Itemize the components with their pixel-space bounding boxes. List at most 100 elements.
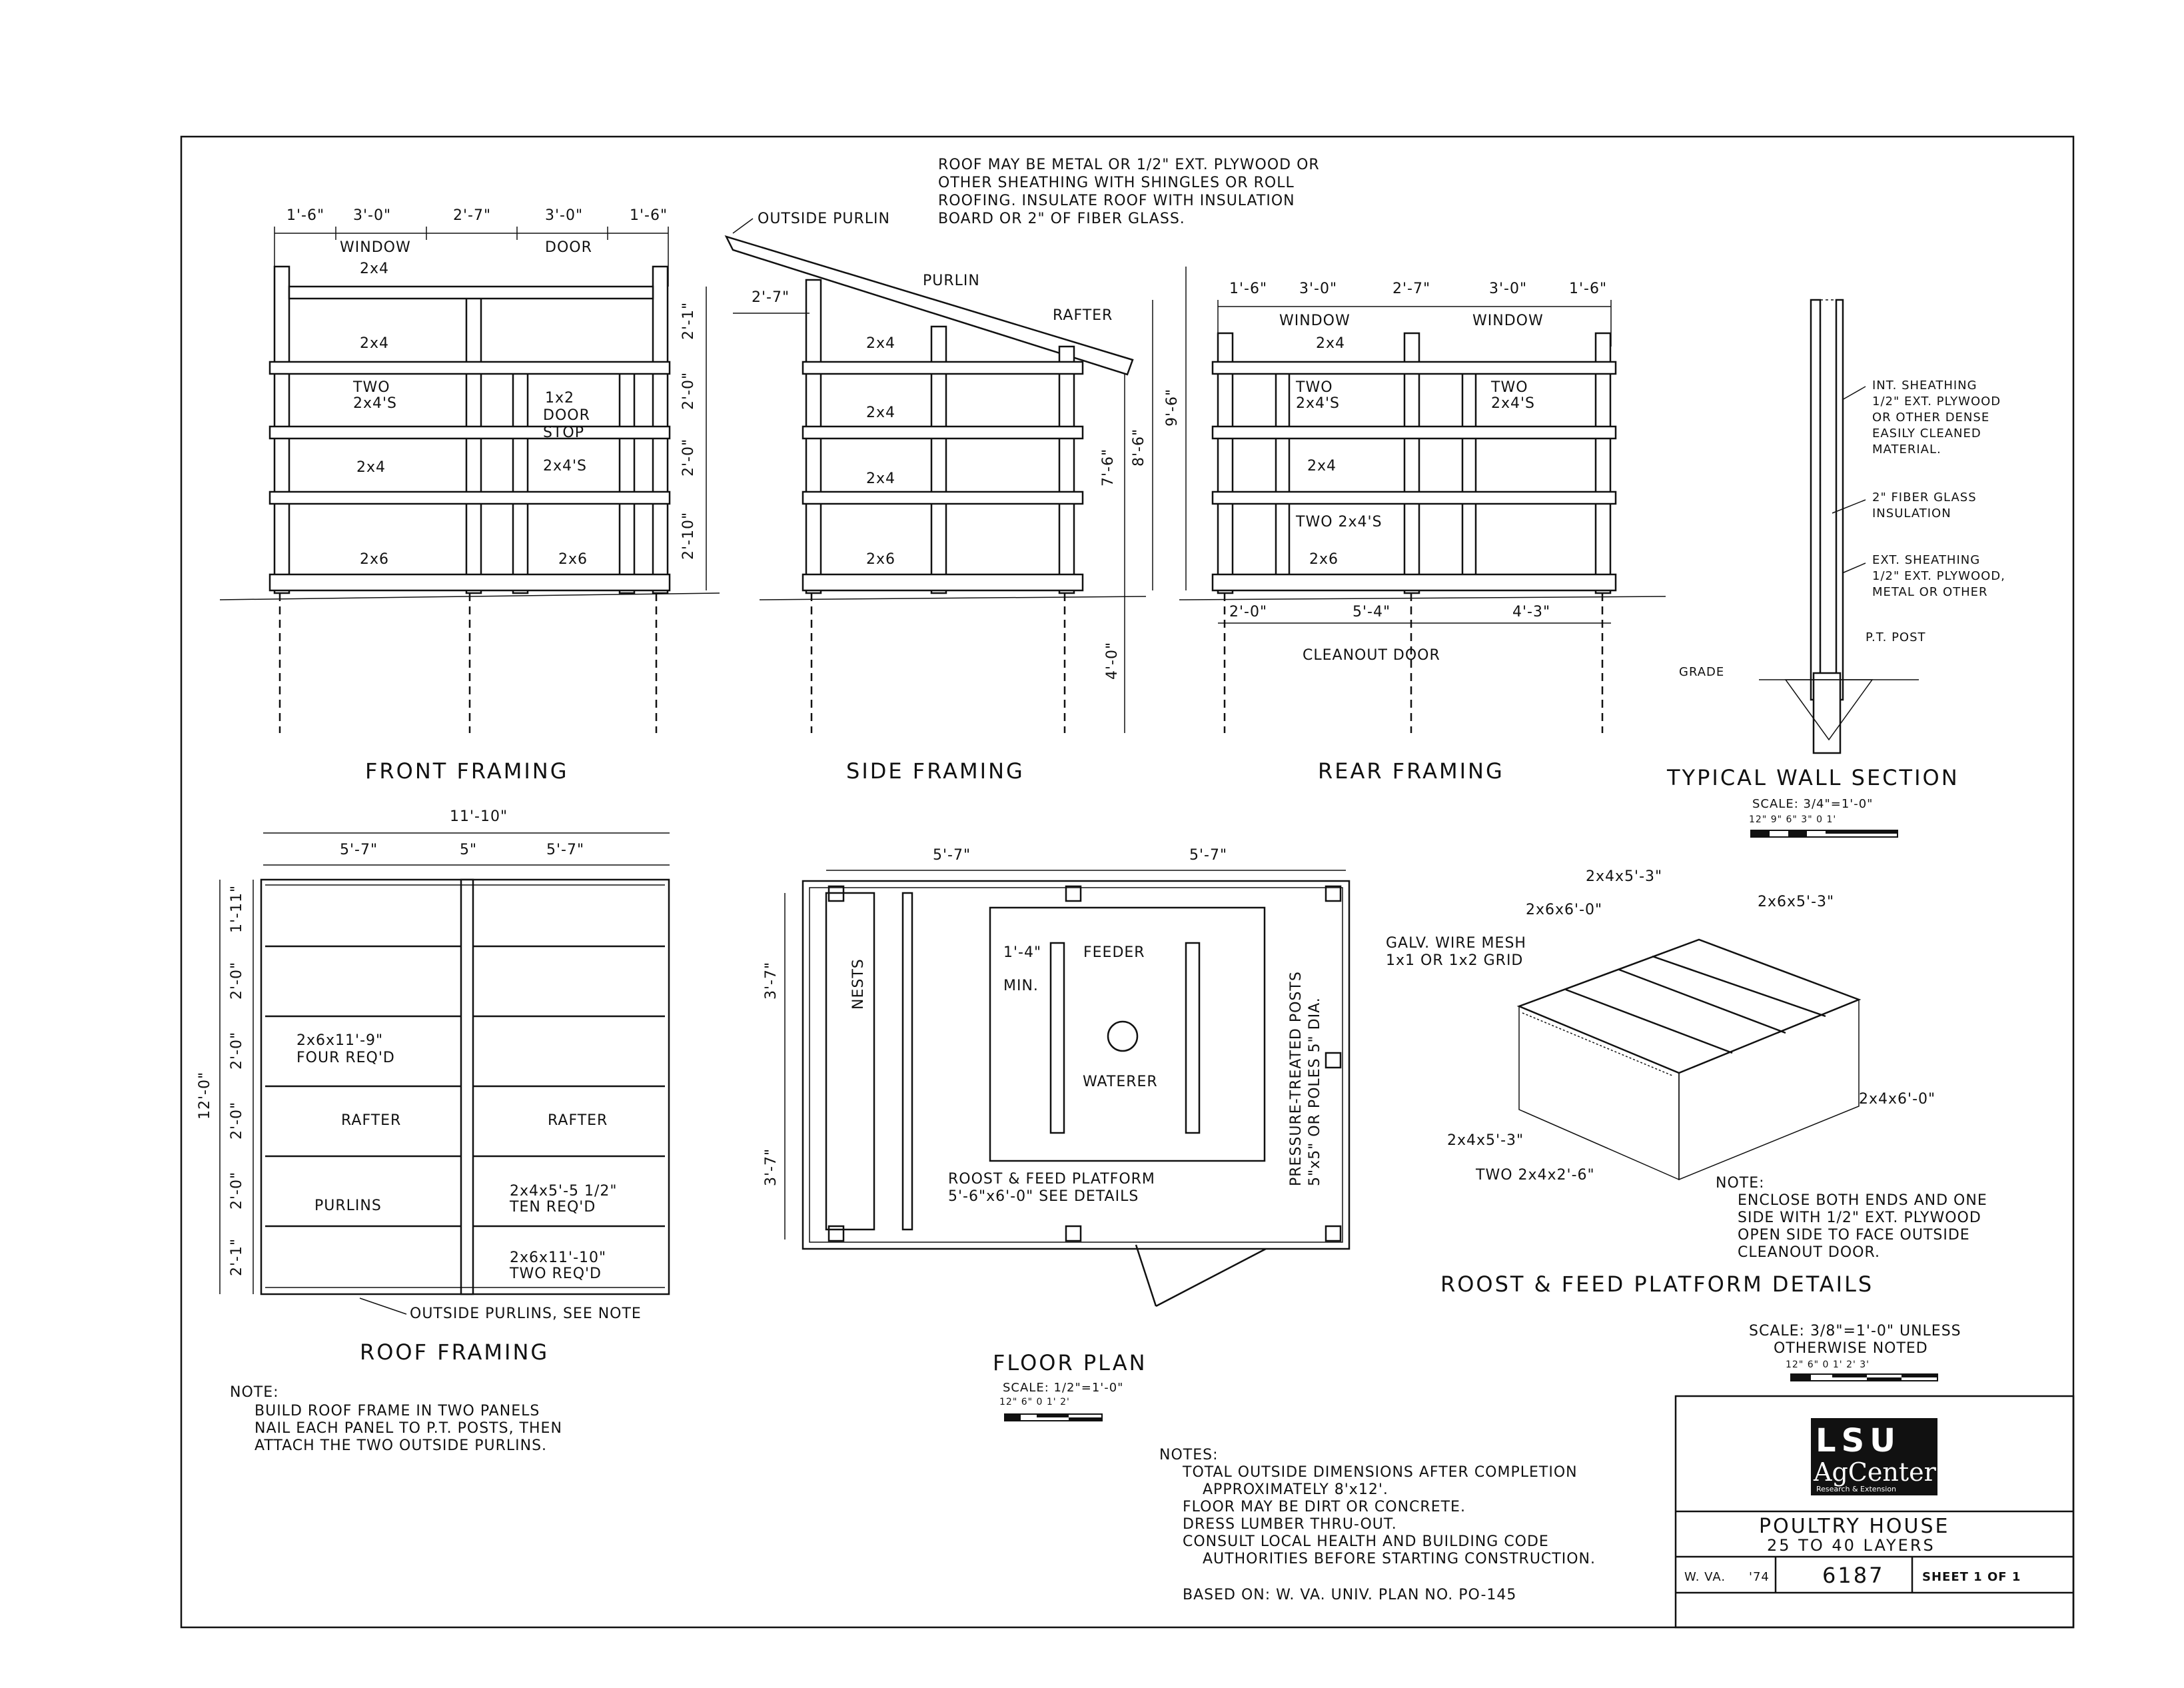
- nests-label: NESTS: [850, 958, 867, 1010]
- front-window-label: WINDOW: [340, 239, 411, 256]
- posts-label-1: PRESSURE-TREATED POSTS: [1288, 971, 1305, 1186]
- rear-label-two-1: TWO: [1295, 379, 1333, 396]
- waterer: [1107, 1020, 1139, 1052]
- platform-scale-1: SCALE: 3/8"=1'-0" UNLESS: [1749, 1323, 1961, 1339]
- side-label-2x4-2: 2x4: [866, 405, 895, 421]
- floor-dim-1: 5'-7": [933, 847, 971, 864]
- roof-note-3: ATTACH THE TWO OUTSIDE PURLINS.: [255, 1437, 547, 1454]
- side-framing: ROOF MAY BE METAL OR 1/2" EXT. PLYWOOD O…: [724, 157, 1319, 784]
- waterer-label: WATERER: [1083, 1074, 1158, 1090]
- wall-section: INT. SHEATHING 1/2" EXT. PLYWOOD OR OTHE…: [1666, 299, 2005, 838]
- front-post-2: [465, 292, 482, 594]
- roof-rafter-left: RAFTER: [341, 1112, 401, 1129]
- front-label-2x6-left: 2x6: [360, 551, 389, 568]
- side-rafter-label: RAFTER: [1053, 307, 1113, 324]
- side-height-1: 7'-6": [1100, 448, 1117, 486]
- roof-note-4: BOARD OR 2" OF FIBER GLASS.: [938, 211, 1185, 227]
- platform-mesh-2: 1x1 OR 1x2 GRID: [1386, 952, 1523, 969]
- platform-label-2: 5'-6"x6'-0" SEE DETAILS: [948, 1188, 1139, 1205]
- rear-label-2x4s-2: 2x4'S: [1491, 395, 1535, 412]
- front-label-stop-3: STOP: [543, 424, 584, 441]
- front-vdim-2: 2'-0": [680, 372, 697, 410]
- notes-item-1: TOTAL OUTSIDE DIMENSIONS AFTER COMPLETIO…: [1182, 1464, 1578, 1481]
- notes-head: NOTES:: [1159, 1447, 1219, 1463]
- rear-bdim-2: 5'-4": [1353, 604, 1390, 620]
- roof-rafters-qty: FOUR REQ'D: [296, 1050, 395, 1066]
- wall-scale-ticks: 12" 9" 6" 3" 0 1': [1749, 814, 1836, 825]
- side-post-rear: [1058, 345, 1075, 594]
- rear-bdim-3: 4'-3": [1512, 604, 1550, 620]
- roof-dim-3: 5'-7": [546, 842, 584, 858]
- roof-note-2: NAIL EACH PANEL TO P.T. POSTS, THEN: [255, 1420, 562, 1437]
- feeder-min-dim: 1'-4": [1003, 944, 1041, 961]
- side-depth: 4'-0": [1104, 642, 1121, 680]
- rear-dim-1: 1'-6": [1229, 281, 1267, 297]
- logo-agcenter: AgCenter: [1813, 1457, 1937, 1487]
- title-block-state: W. VA.: [1684, 1570, 1726, 1584]
- floor-scale-bar: [1004, 1413, 1103, 1421]
- platform-scale-2: OTHERWISE NOTED: [1774, 1340, 1928, 1357]
- roost-platform: [989, 906, 1266, 1162]
- logo-tagline: Research & Extension: [1816, 1485, 1896, 1493]
- front-label-2x4s-door: 2x4'S: [543, 458, 587, 474]
- front-sill: [269, 573, 671, 592]
- front-rail-1: [288, 285, 654, 300]
- front-vdim-1: 2'-1": [680, 302, 697, 340]
- platform-label-l2: 2x6x6'-0": [1526, 902, 1602, 918]
- rear-label-2x4-top: 2x4: [1316, 335, 1345, 352]
- front-dim-2: 3'-0": [353, 207, 391, 224]
- platform-label-l1: 2x4x5'-3": [1586, 868, 1662, 885]
- wall-grade: GRADE: [1679, 665, 1724, 679]
- notes-item-5: CONSULT LOCAL HEALTH AND BUILDING CODE: [1183, 1533, 1549, 1550]
- side-rail-1: [802, 361, 1084, 375]
- notes-based-on: BASED ON: W. VA. UNIV. PLAN NO. PO-145: [1183, 1587, 1516, 1603]
- general-notes: NOTES: TOTAL OUTSIDE DIMENSIONS AFTER CO…: [1159, 1447, 1596, 1603]
- roof-overall-v: 12'-0": [197, 1072, 213, 1120]
- roof-rafters-size: 2x6x11'-9": [296, 1032, 383, 1049]
- roof-vdim-2: 2'-0": [229, 962, 245, 1000]
- front-dim-5: 1'-6": [630, 207, 668, 224]
- floor-title: FLOOR PLAN: [993, 1350, 1147, 1375]
- front-title: FRONT FRAMING: [365, 758, 569, 784]
- roof-center-rafter: [460, 878, 474, 1295]
- rear-label-two-2x4s: TWO 2x4'S: [1295, 514, 1382, 530]
- roof-note-head: NOTE:: [230, 1384, 279, 1401]
- rear-sill: [1211, 573, 1617, 592]
- platform-title: ROOST & FEED PLATFORM DETAILS: [1440, 1271, 1874, 1297]
- rear-framing: 1'-6" 3'-0" 2'-7" 3'-0" 1'-6" WINDOW WIN…: [1179, 281, 1666, 784]
- roof-purlins-qty: TEN REQ'D: [509, 1199, 596, 1216]
- wall-title: TYPICAL WALL SECTION: [1666, 765, 1959, 790]
- wall-scale-bar: [1750, 830, 1898, 838]
- front-rail-3: [269, 425, 671, 440]
- feeder-min-label: MIN.: [1003, 978, 1039, 994]
- front-label-2x4-low: 2x4: [356, 459, 386, 476]
- wall-int-5: MATERIAL.: [1872, 442, 1941, 456]
- rear-dim-4: 3'-0": [1489, 281, 1527, 297]
- rear-dim-3: 2'-7": [1392, 281, 1430, 297]
- front-label-2x4-top: 2x4: [360, 261, 389, 277]
- title-block-year: '74: [1749, 1570, 1770, 1584]
- rear-label-2x4s-1: 2x4'S: [1296, 395, 1340, 412]
- rear-window-1: WINDOW: [1279, 313, 1351, 329]
- wall-int-4: EASILY CLEANED: [1872, 426, 1981, 440]
- notes-item-6: AUTHORITIES BEFORE STARTING CONSTRUCTION…: [1203, 1551, 1596, 1567]
- rear-dim-2: 3'-0": [1299, 281, 1337, 297]
- side-sill: [802, 573, 1084, 592]
- roof-purlins-size: 2x4x5'-5 1/2": [510, 1183, 618, 1200]
- side-outside-purlin: OUTSIDE PURLIN: [758, 211, 890, 227]
- nests: [825, 892, 875, 1231]
- wall-int-1: INT. SHEATHING: [1872, 379, 1977, 393]
- side-height-2: 8'-6": [1131, 428, 1147, 466]
- agcenter-logo: LSU AgCenter Research & Extension: [1811, 1418, 1937, 1495]
- side-rail-3: [802, 490, 1084, 505]
- sheet-border: [180, 135, 2075, 1629]
- rear-cleanout: CLEANOUT DOOR: [1303, 647, 1440, 664]
- roof-outside-qty: TWO REQ'D: [509, 1266, 602, 1282]
- platform-label-l5: 2x4x5'-3": [1447, 1132, 1524, 1149]
- roof-rafter-right: RAFTER: [548, 1112, 608, 1129]
- roof-vdim-1: 1'-11": [229, 885, 245, 933]
- floor-scale: SCALE: 1/2"=1'-0": [1003, 1381, 1123, 1395]
- rear-rail-2: [1211, 425, 1617, 440]
- front-label-2x4s: 2x4'S: [353, 395, 397, 412]
